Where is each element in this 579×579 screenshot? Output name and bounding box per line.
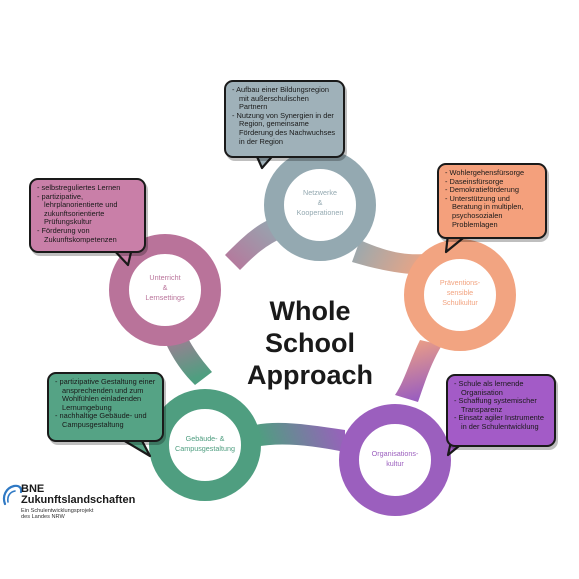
ring-organisation: [339, 404, 451, 516]
bubble-organisation-list: Schule als lernende OrganisationSchaffun…: [454, 379, 548, 432]
bubble-gebaeude-item: nachhaltige Gebäude- und Campusgestaltun…: [55, 412, 156, 429]
bne-logo-icon: [2, 484, 23, 506]
ring-praevention: [404, 239, 516, 351]
bubble-gebaeude-item: partizipative Gestaltung einer anspreche…: [55, 377, 156, 412]
logo-line-1: BNE: [21, 483, 45, 495]
bubble-organisation-item: Schule als lernende Organisation: [454, 379, 548, 397]
bubble-praevention-item: Daseinsfürsorge: [445, 177, 539, 187]
bubble-praevention-item: Unterstützung und Beratung in multiplen,…: [445, 194, 539, 229]
node-labels: Netzwerke&KooperationenPräventions-sensi…: [145, 188, 480, 468]
node-label-unterricht-0: Unterricht: [149, 273, 180, 282]
node-label-unterricht-2: Lernsettings: [145, 293, 185, 302]
node-label-gebaeude-0: Gebäude- &: [186, 434, 225, 443]
node-label-organisation-0: Organisations-: [372, 449, 419, 458]
bubble-praevention-list: WohlergehensfürsorgeDaseinsfürsorgeDemok…: [445, 168, 539, 229]
bubble-netzwerke: Aufbau einer Bildungsregion mit außersch…: [224, 80, 345, 158]
center-title-line-2: School: [265, 328, 355, 358]
center-title: Whole School Approach: [247, 296, 373, 390]
center-title-line-3: Approach: [247, 360, 373, 390]
bubble-netzwerke-item: Nutzung von Synergien in der Region, gem…: [232, 111, 337, 146]
connector-band-organisation-gebaeude: [255, 422, 345, 452]
node-label-gebaeude-1: Campusgestaltung: [175, 444, 235, 453]
logo-line-2: Zukunftslandschaften: [21, 494, 136, 506]
node-label-netzwerke-1: &: [318, 198, 323, 207]
center-title-line-1: Whole: [270, 296, 351, 326]
bubble-gebaeude-list: partizipative Gestaltung einer anspreche…: [55, 377, 156, 430]
bubble-organisation: Schule als lernende OrganisationSchaffun…: [446, 374, 556, 447]
logo-line-4: des Landes NRW: [21, 514, 65, 521]
node-label-praevention-1: sensible: [447, 288, 473, 297]
bubble-praevention-item: Wohlergehensfürsorge: [445, 168, 539, 178]
ring-netzwerke: [264, 149, 376, 261]
node-rings: [109, 149, 516, 516]
bubble-netzwerke-list: Aufbau einer Bildungsregion mit außersch…: [232, 85, 337, 146]
bubble-netzwerke-item: Aufbau einer Bildungsregion mit außersch…: [232, 85, 337, 112]
bubble-praevention: WohlergehensfürsorgeDaseinsfürsorgeDemok…: [437, 163, 547, 239]
connector-band-unterricht-netzwerke: [225, 220, 278, 270]
bne-logo: BNE Zukunftslandschaften Ein Schulentwic…: [21, 484, 135, 521]
node-label-organisation-1: kultur: [386, 459, 404, 468]
bubble-unterricht-item: partizipative, lehrplanorientierte und z…: [37, 192, 138, 227]
bubble-organisation-item: Einsatz agiler Instrumente in der Schule…: [454, 414, 548, 431]
node-label-netzwerke-0: Netzwerke: [303, 188, 337, 197]
node-label-netzwerke-2: Kooperationen: [297, 208, 344, 217]
bubble-gebaeude: partizipative Gestaltung einer anspreche…: [47, 372, 164, 442]
connector-band-praevention-organisation: [395, 340, 442, 402]
bubble-unterricht-list: selbstreguliertes Lernenpartizipative, l…: [37, 183, 138, 244]
bubble-organisation-item: Schaffung systemischer Transparenz: [454, 396, 548, 414]
logo-line-3: Ein Schulentwicklungsprojekt: [21, 508, 94, 514]
bubble-unterricht-item: selbstreguliertes Lernen: [37, 183, 138, 193]
ring-unterricht: [109, 234, 221, 346]
bubble-unterricht: selbstreguliertes Lernenpartizipative, l…: [29, 178, 146, 253]
node-label-unterricht-1: &: [163, 283, 168, 292]
bubble-unterricht-item: Förderung von Zukunftskompetenzen: [37, 226, 138, 244]
node-label-praevention-0: Präventions-: [440, 278, 481, 287]
ring-gebaeude: [149, 389, 261, 501]
node-label-praevention-2: Schulkultur: [442, 298, 478, 307]
bubble-praevention-item: Demokratieförderung: [445, 186, 539, 195]
